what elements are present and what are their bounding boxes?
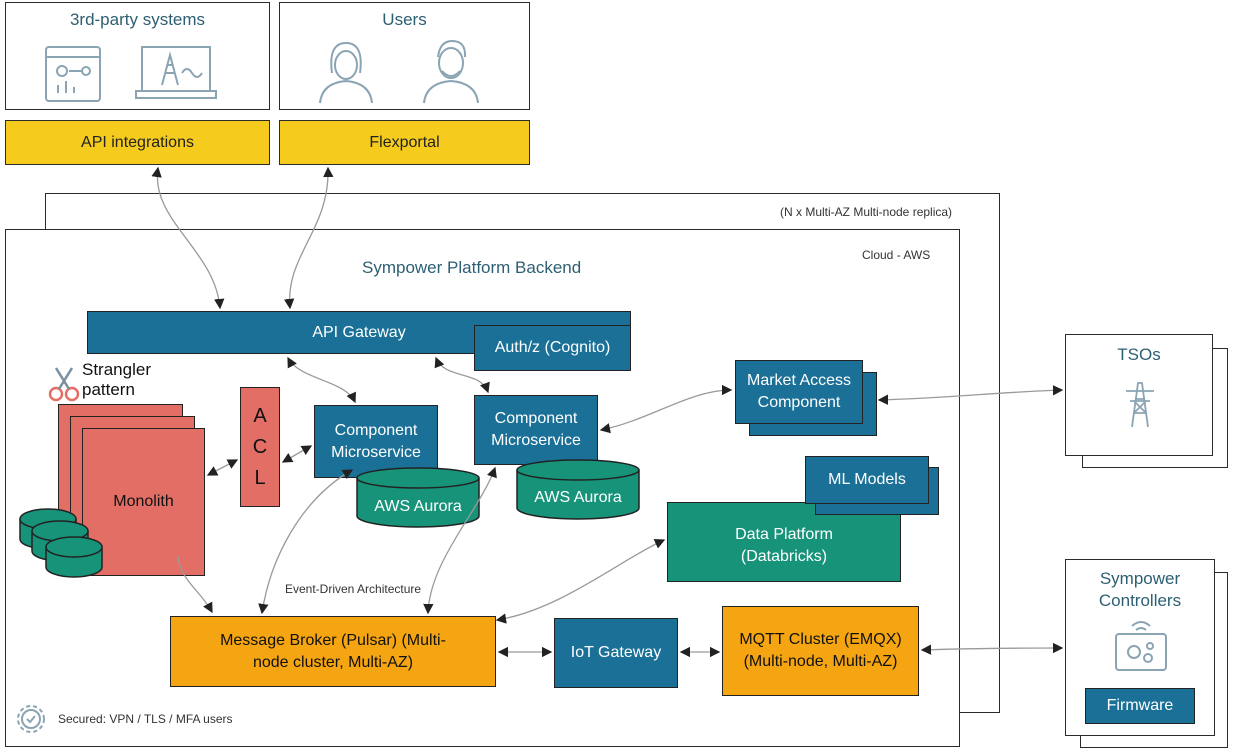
third-party-systems-box: 3rd-party systems	[5, 2, 270, 110]
flexportal-box: Flexportal	[279, 120, 530, 165]
strangler-label: Strangler pattern	[82, 360, 151, 400]
database-icon	[19, 508, 103, 578]
api-integrations-box: API integrations	[5, 120, 270, 165]
secured-label: Secured: VPN / TLS / MFA users	[58, 712, 233, 726]
message-broker-box: Message Broker (Pulsar) (Multi-node clus…	[170, 616, 496, 687]
scissors-icon	[48, 367, 80, 402]
component-microservice-2: Component Microservice	[474, 395, 598, 465]
acl-letter-l: L	[254, 466, 266, 489]
firmware-box: Firmware	[1085, 688, 1195, 724]
mqtt-cluster-box: MQTT Cluster (EMQX) (Multi-node, Multi-A…	[722, 606, 919, 696]
event-driven-label: Event-Driven Architecture	[285, 582, 422, 596]
tsos-title: TSOs	[1117, 345, 1161, 364]
acl-letter-c: C	[252, 435, 268, 458]
monolith-label: Monolith	[113, 493, 174, 510]
aurora-2-cylinder	[516, 459, 640, 520]
replica-note: (N x Multi-AZ Multi-node replica)	[780, 205, 953, 219]
controllers-box: Sympower Controllers Firmware	[1065, 559, 1215, 736]
woman-user-icon	[319, 41, 373, 104]
iot-gateway-box: IoT Gateway	[554, 618, 678, 688]
man-user-icon	[423, 39, 479, 104]
aurora-2-label: AWS Aurora	[534, 489, 622, 506]
market-access-box: Market Access Component	[735, 360, 863, 424]
acl-box: A C L	[240, 387, 280, 507]
users-box: Users	[279, 2, 530, 110]
acl-letter-a: A	[253, 404, 267, 427]
auth-cognito-box: Auth/z (Cognito)	[474, 325, 631, 371]
dashboard-icon	[45, 46, 101, 102]
backend-title: Sympower Platform Backend	[362, 258, 582, 277]
security-gear-icon	[17, 705, 45, 733]
users-title: Users	[382, 10, 427, 29]
tsos-box: TSOs	[1065, 334, 1213, 456]
third-party-systems-title: 3rd-party systems	[69, 10, 206, 29]
component-microservice-1: Component Microservice	[314, 405, 438, 478]
power-tower-icon	[1126, 382, 1154, 428]
data-platform-box: Data Platform (Databricks)	[667, 502, 901, 582]
aurora-1-label: AWS Aurora	[374, 498, 462, 515]
ml-models-box: ML Models	[805, 456, 929, 504]
laptop-tower-icon	[135, 46, 217, 99]
cloud-label: Cloud - AWS	[862, 248, 931, 262]
controllers-title: Sympower Controllers	[1098, 569, 1182, 611]
controller-device-icon	[1115, 621, 1167, 671]
